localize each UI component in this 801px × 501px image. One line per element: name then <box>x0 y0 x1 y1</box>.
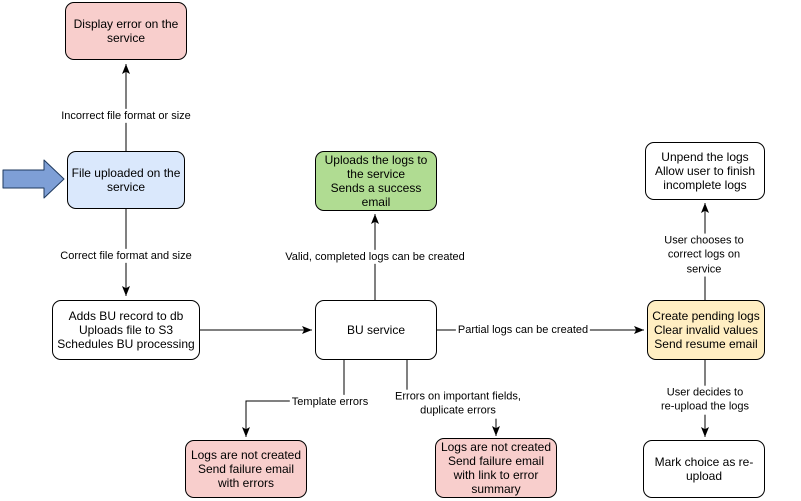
flow-node-file-uploaded: File uploaded on the service <box>67 151 185 209</box>
edge-label-valid-completed: Valid, completed logs can be created <box>283 249 467 265</box>
edge-label-incorrect-file: Incorrect file format or size <box>59 108 193 124</box>
edge-label-template-errors: Template errors <box>289 394 371 410</box>
flow-node-uploads-logs: Uploads the logs to the service Sends a … <box>315 151 437 211</box>
edge-label-partial-logs: Partial logs can be created <box>455 322 591 338</box>
edge-label-correct-file: Correct file format and size <box>58 248 194 264</box>
flow-node-mark-reupload: Mark choice as re- upload <box>643 440 765 498</box>
flow-node-logs-not-created-summary: Logs are not created Send failure email … <box>435 438 557 498</box>
flow-node-create-pending: Create pending logs Clear invalid values… <box>647 300 765 360</box>
flow-node-adds-bu-record: Adds BU record to db Uploads file to S3 … <box>52 300 200 360</box>
edge-label-user-chooses: User chooses to correct logs on service <box>655 233 753 277</box>
flow-node-unpend-logs: Unpend the logs Allow user to finish inc… <box>645 142 765 200</box>
edge-label-user-decides: User decides to re-upload the logs <box>657 385 753 415</box>
flow-node-display-error: Display error on the service <box>65 2 187 60</box>
flow-node-logs-not-created-errors: Logs are not created Send failure email … <box>185 440 307 498</box>
flow-node-bu-service: BU service <box>315 300 437 360</box>
entry-arrow-icon <box>2 159 65 199</box>
edge-label-errors-important: Errors on important fields, duplicate er… <box>393 389 523 419</box>
